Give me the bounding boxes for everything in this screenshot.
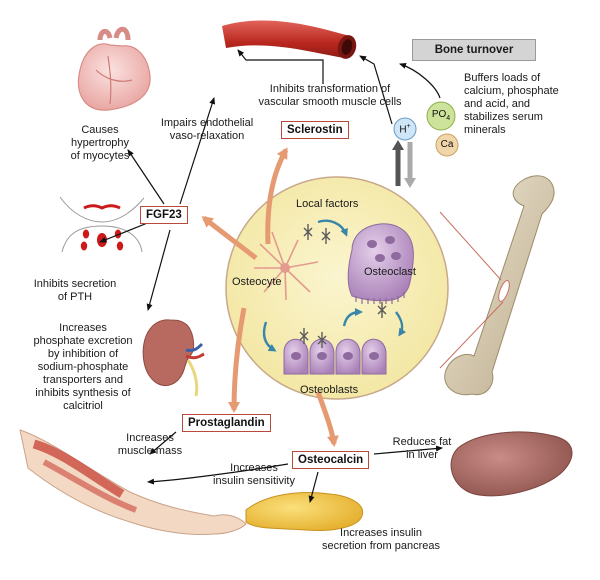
connector-arrows [99,49,443,503]
impairs-endothelial-text: Impairs endothelial vaso-relaxation [160,117,254,142]
buffers-minerals-text: Buffers loads of calcium, phosphate and … [464,72,559,136]
bone-turnover-title: Bone turnover [412,39,536,61]
hydrogen-ion-charge: + [406,123,411,130]
inhibits-transformation-text: Inhibits transformation of vascular smoo… [258,83,402,108]
parathyroid-illustration [59,196,145,253]
hydrogen-ion-circle [393,117,417,141]
femur-bone-illustration [444,175,555,396]
blood-vessel-illustration [222,20,357,59]
increases-insulin-secretion-text: Increases insulin secretion from pancrea… [322,527,440,552]
local-factor-molecules [299,224,387,348]
sclerostin-box: Sclerostin [281,121,349,139]
orange-mediator-arrows [201,147,339,447]
increases-muscle-mass-text: Increases muscle mass [117,432,183,457]
osteoclast-label: Osteoclast [364,266,416,278]
osteocyte-label: Osteocyte [232,276,282,288]
increases-insulin-sensitivity-text: Increases insulin sensitivity [213,462,295,487]
osteoblast-cells [283,338,387,375]
hydrogen-ion-symbol: H [399,124,407,136]
calcium-ion-circle [435,133,459,157]
osteoclast-cell [347,223,414,304]
heart-illustration [77,26,151,111]
acid-exchange-arrows [392,140,416,188]
prostaglandin-box: Prostaglandin [182,414,271,432]
phosphate-ion-symbol: PO [431,109,447,120]
phosphate-ion-label: PO4 [427,109,455,122]
arm-muscle-illustration [19,429,247,535]
kidney-illustration [142,319,205,397]
osteoblasts-label: Osteoblasts [300,384,359,396]
zoom-lines [439,211,504,369]
pancreas-illustration [245,492,364,531]
osteocalcin-box: Osteocalcin [292,451,370,469]
fgf23-box: FGF23 [140,206,188,224]
causes-hypertrophy-text: Causes hypertrophy of myocytes [70,124,130,162]
phosphate-ion-subscript: 4 [446,115,451,122]
teal-signaling-arrows [262,219,407,352]
reduces-fat-liver-text: Reduces fat in liver [392,436,452,461]
liver-illustration [450,431,573,497]
increases-phosphate-text: Increases phosphate excretion by inhibit… [33,322,133,412]
local-factors-label: Local factors [296,198,359,210]
calcium-ion-label: Ca [440,139,454,150]
hydrogen-ion-label: H+ [395,123,415,135]
phosphate-ion-circle [426,101,456,131]
inhibits-pth-text: Inhibits secretion of PTH [33,278,117,303]
osteocyte-cell [254,231,319,301]
